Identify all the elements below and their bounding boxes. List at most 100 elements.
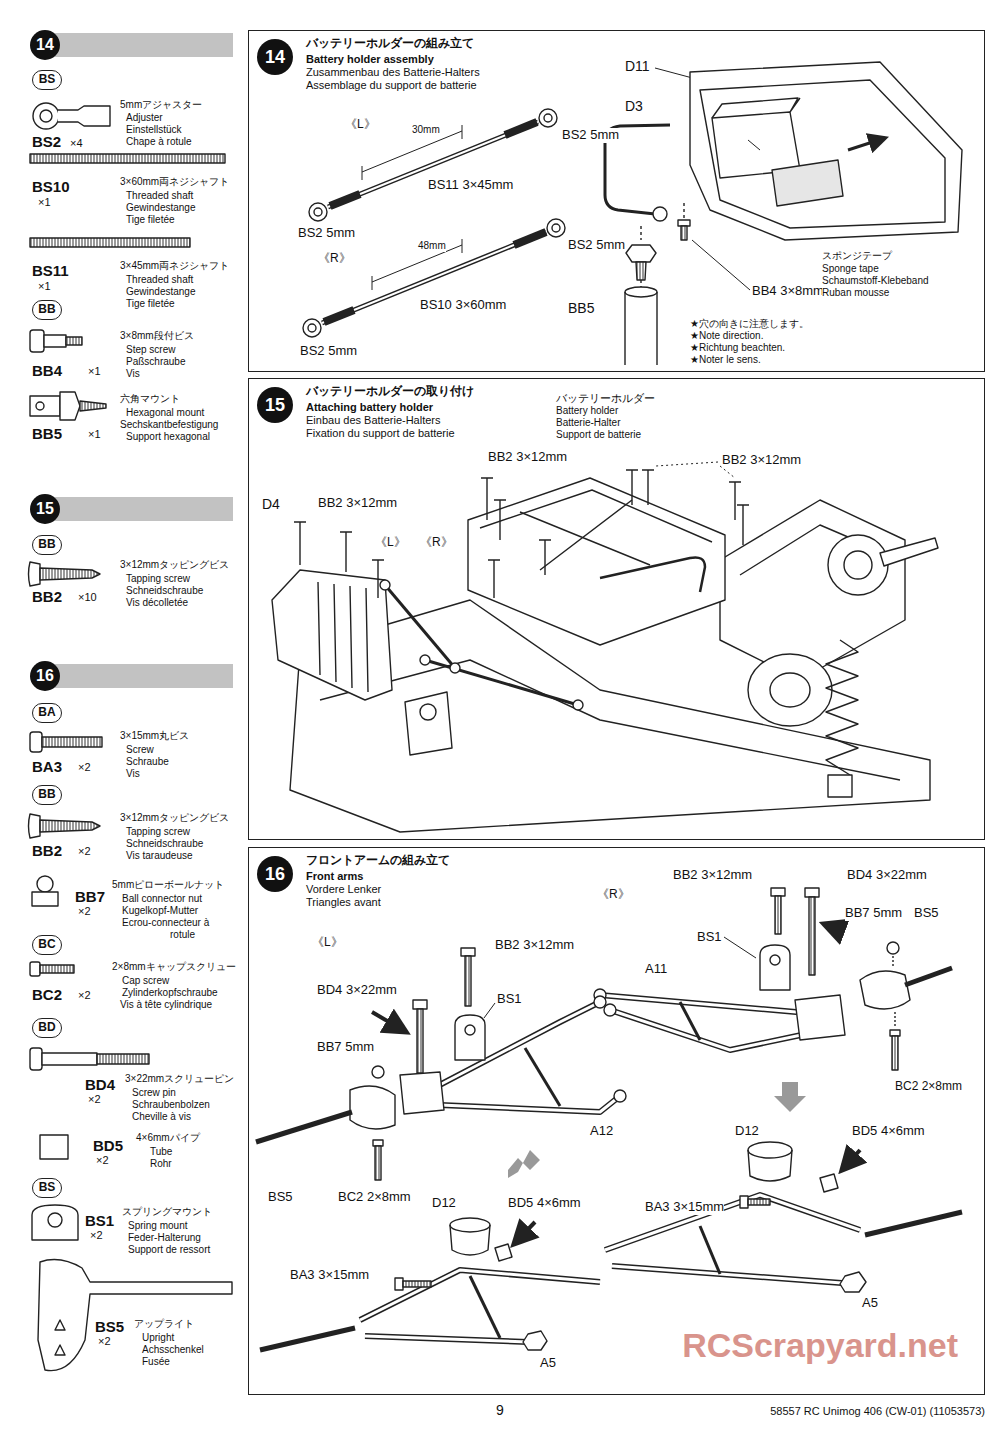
part-label: D12: [735, 1124, 759, 1139]
assembly-picture: [680, 1002, 700, 1040]
assembly-picture: [372, 1012, 406, 1032]
part-label: 《L》: [312, 936, 343, 950]
part-label: BB7: [75, 888, 105, 905]
assembly-picture: [405, 692, 452, 755]
part-label: ×1: [88, 365, 101, 378]
assembly-picture: [525, 1048, 560, 1106]
part-label: BB2: [32, 842, 62, 859]
part-label: Support de ressort: [128, 1244, 210, 1256]
part-label: Sponge tape: [822, 263, 879, 275]
assembly-picture: [748, 1142, 792, 1158]
assembly-picture: [640, 226, 641, 240]
step-number-text: BB: [38, 538, 55, 552]
part-label: Screw: [126, 744, 154, 756]
assembly-picture: [413, 1000, 427, 1009]
assembly-picture: [712, 98, 800, 118]
part-picture: [38, 1260, 232, 1371]
assembly-picture: [610, 1010, 825, 1050]
step-heading: Battery holder assembly: [306, 53, 434, 66]
assembly-picture: [824, 924, 840, 930]
part-label: BS5: [268, 1190, 293, 1205]
assembly-picture: [380, 580, 390, 590]
part-label: BS2: [32, 133, 61, 150]
part-label: ×2: [88, 1093, 101, 1106]
assembly-picture: [700, 1226, 720, 1274]
step-number: 15: [257, 387, 293, 423]
assembly-picture: [372, 1066, 384, 1078]
step-number: 15: [30, 494, 60, 524]
part-label: Gewindestange: [126, 202, 196, 214]
part-label: ★Richtung beachten.: [690, 342, 785, 354]
part-label: ×1: [38, 196, 51, 209]
part-label: BS11 3×45mm: [428, 178, 513, 193]
part-label: D4: [262, 496, 280, 512]
part-label: BB2 3×12mm: [318, 496, 397, 511]
part-label: 3×45mm両ネジシャフト: [120, 260, 229, 272]
part-picture: [40, 568, 100, 580]
part-label: 《R》: [420, 536, 453, 550]
step-number-text: BA: [38, 706, 55, 720]
step-heading: Assemblage du support de batterie: [306, 79, 477, 92]
part-label: 58557 RC Unimog 406 (CW-01) (11053573): [770, 1405, 985, 1418]
part-label: Gewindestange: [126, 286, 196, 298]
part-label: ×1: [38, 280, 51, 293]
assembly-picture: [395, 1278, 403, 1290]
assembly-picture: [600, 557, 705, 592]
assembly-picture: [309, 203, 327, 221]
assembly-picture: [729, 482, 741, 520]
assembly-picture: [626, 470, 638, 505]
part-label: BD4: [85, 1076, 115, 1093]
part-picture: [30, 330, 44, 352]
assembly-picture: [523, 1331, 547, 1350]
step-number-text: 16: [265, 864, 285, 885]
part-picture: [48, 1213, 62, 1227]
part-picture: [30, 238, 190, 247]
assembly-picture: [826, 640, 858, 775]
part-label: Threaded shaft: [126, 190, 193, 202]
part-label: スポンジテープ: [822, 250, 892, 262]
step-number-text: BC: [38, 938, 55, 952]
part-label: Screw pin: [132, 1087, 176, 1099]
assembly-picture: [514, 1222, 535, 1244]
part-picture: [58, 106, 110, 126]
assembly-picture: [656, 462, 718, 466]
assembly-picture: [842, 1150, 860, 1170]
step-heading: フロントアームの組み立て: [306, 854, 450, 868]
part-label: Hexagonal mount: [126, 407, 204, 419]
part-label: Vis à tête cylindrique: [120, 999, 212, 1011]
step-panel: バッテリーホルダーの組み立てBattery holder assemblyZus…: [248, 30, 985, 372]
assembly-picture: [420, 655, 430, 665]
part-label: 9: [496, 1402, 504, 1418]
assembly-picture: [375, 1146, 381, 1180]
assembly-picture: [318, 582, 368, 692]
assembly-picture: [372, 276, 373, 290]
assembly-picture: [844, 551, 872, 579]
assembly-picture: [256, 888, 962, 1350]
part-label: ★Note direction.: [690, 330, 763, 342]
assembly-picture: [625, 292, 657, 365]
part-label: BS1: [497, 992, 522, 1007]
assembly-picture: [748, 1199, 770, 1205]
part-label: ★穴の向きに注意します。: [690, 318, 809, 330]
assembly-picture: [272, 570, 392, 700]
watermark: RCScrapyard.net: [682, 1326, 958, 1365]
assembly-picture: [400, 1072, 444, 1114]
part-label: BB2 3×12mm: [488, 450, 567, 465]
part-label: Schneidschraube: [126, 585, 203, 597]
step-number: 16: [257, 856, 293, 892]
assembly-picture: [328, 122, 538, 207]
assembly-picture: [865, 1212, 962, 1235]
part-label: 《L》: [345, 118, 376, 132]
part-label: BS5: [95, 1318, 124, 1335]
assembly-picture: [605, 1195, 860, 1250]
part-label: 3×12mmタッピングビス: [120, 559, 229, 571]
part-label: BA3 3×15mm: [290, 1268, 369, 1283]
part-label: BB7 5mm: [845, 906, 902, 921]
step-heading: バッテリーホルダーの取り付け: [306, 385, 474, 399]
step-heading: Attaching battery holder: [306, 401, 433, 414]
part-picture: [40, 1135, 68, 1159]
part-label: BS11: [32, 262, 69, 279]
assembly-picture: [594, 996, 606, 1008]
part-label: BC2 2×8mm: [895, 1080, 962, 1094]
assembly-picture: [308, 324, 316, 332]
